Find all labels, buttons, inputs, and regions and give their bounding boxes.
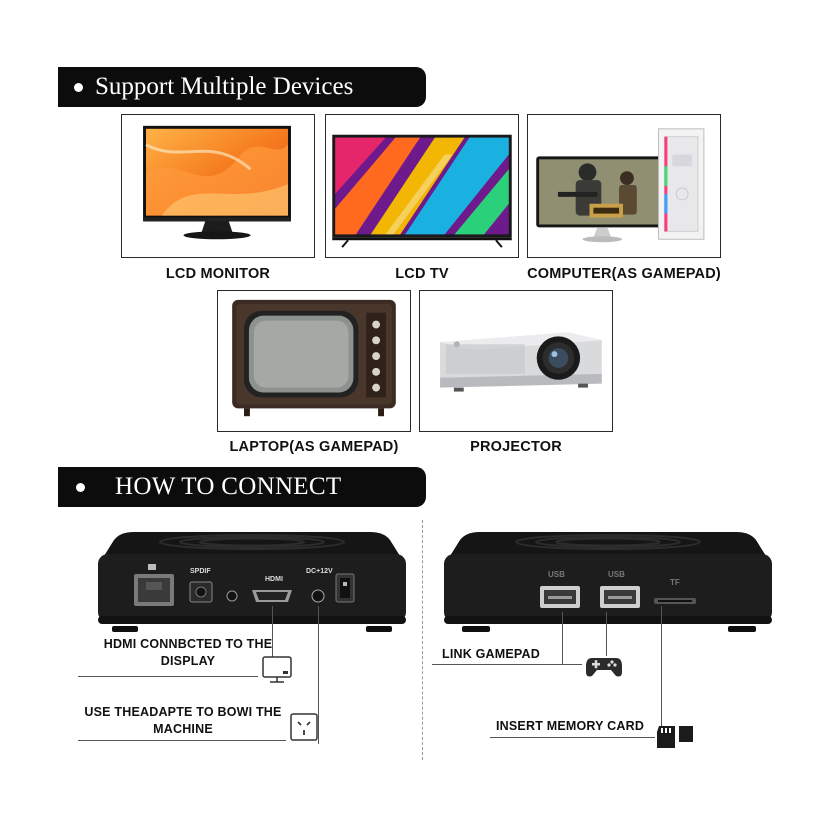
projector-image xyxy=(440,332,602,392)
device-card-lcd-monitor xyxy=(121,114,315,258)
device-label: LAPTOP(AS GAMEPAD) xyxy=(229,439,399,455)
device-card-projector xyxy=(419,290,613,432)
section-title: Support Multiple Devices xyxy=(95,73,354,100)
port-label: DC+12V xyxy=(306,568,333,575)
console-front-image xyxy=(444,532,772,632)
retro-tv-image xyxy=(232,299,396,417)
port-label: USB xyxy=(608,570,625,579)
connector-line xyxy=(606,612,607,656)
port-label: USB xyxy=(548,570,565,579)
memory-card-connection-label: INSERT MEMORY CARD xyxy=(496,719,645,733)
device-label: LCD TV xyxy=(395,266,449,282)
lcd-tv-image xyxy=(332,134,512,248)
section-divider xyxy=(422,520,423,760)
section-banner-support: Support Multiple Devices xyxy=(58,67,426,107)
connector-line xyxy=(78,740,286,741)
device-label: COMPUTER(AS GAMEPAD) xyxy=(527,266,721,282)
computer-image xyxy=(536,128,705,243)
section-banner-connect: HOW TO CONNECT xyxy=(58,467,426,507)
power-connection-label: USE THEADAPTE TO BOWI THE MACHINE xyxy=(84,705,282,736)
device-card-laptop xyxy=(217,290,411,432)
device-card-lcd-tv xyxy=(325,114,519,258)
section-title: HOW TO CONNECT xyxy=(115,473,342,500)
port-label: TF xyxy=(670,578,680,587)
connector-line xyxy=(562,612,563,664)
port-label: SPDIF xyxy=(190,568,211,575)
connector-line xyxy=(490,737,655,738)
bullet-icon xyxy=(74,82,83,92)
device-card-computer xyxy=(527,114,721,258)
hdmi-connection-label: HDMI CONNBCTED TO THE DISPLAY xyxy=(103,637,273,668)
power-outlet-icon xyxy=(290,713,318,741)
bullet-icon xyxy=(76,482,85,492)
device-label: PROJECTOR xyxy=(470,439,562,455)
device-label: LCD MONITOR xyxy=(165,266,271,282)
gamepad-connection-label: LINK GAMEPAD xyxy=(442,647,540,661)
connector-line xyxy=(318,606,319,744)
connector-line xyxy=(78,676,258,677)
connector-line xyxy=(661,606,662,736)
port-label: HDMI xyxy=(265,576,283,583)
display-icon xyxy=(262,656,292,683)
gamepad-icon xyxy=(586,658,622,677)
console-back-image xyxy=(98,532,406,632)
connector-line xyxy=(272,606,273,676)
lcd-monitor-image xyxy=(143,125,291,240)
memory-card-icon xyxy=(657,726,693,748)
connector-line xyxy=(432,664,582,665)
